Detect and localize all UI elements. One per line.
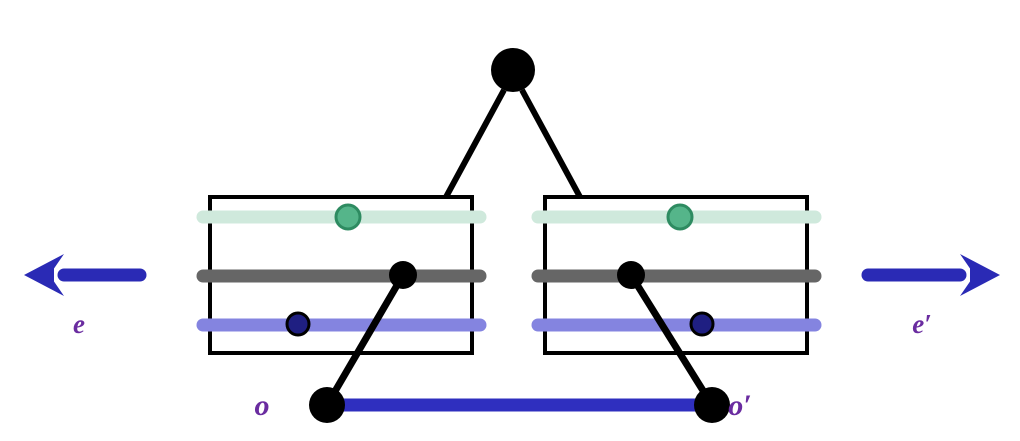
observers-group: o o′ bbox=[255, 387, 752, 423]
dot-navy-right bbox=[689, 311, 715, 337]
dot-navy-left bbox=[285, 311, 311, 337]
observer-node-right-label: o′ bbox=[728, 389, 751, 422]
frames-group bbox=[196, 195, 822, 355]
observer-node-right bbox=[694, 387, 730, 423]
source-node-group bbox=[491, 48, 535, 92]
branch-lines-group bbox=[443, 88, 583, 199]
dot-green-left bbox=[334, 203, 362, 231]
worldline-left bbox=[323, 273, 407, 407]
arrow-left-label: e bbox=[73, 309, 85, 339]
observer-node-left-label: o bbox=[255, 389, 270, 422]
arrows-group: e e′ bbox=[24, 254, 1000, 339]
source-node bbox=[491, 48, 535, 92]
arrow-left: e bbox=[24, 254, 147, 339]
arrow-right: e′ bbox=[861, 254, 1000, 339]
frame-right bbox=[531, 195, 822, 355]
worldlines-group bbox=[323, 273, 715, 407]
worldline-right bbox=[628, 273, 715, 407]
arrow-right-head bbox=[960, 254, 1000, 296]
observer-node-left bbox=[309, 387, 345, 423]
branch-line-left bbox=[443, 88, 507, 199]
branch-line-right bbox=[519, 88, 583, 199]
dot-green-right bbox=[666, 203, 694, 231]
arrow-left-head bbox=[24, 254, 64, 296]
frame-left bbox=[196, 195, 487, 355]
arrow-right-label: e′ bbox=[912, 309, 932, 339]
